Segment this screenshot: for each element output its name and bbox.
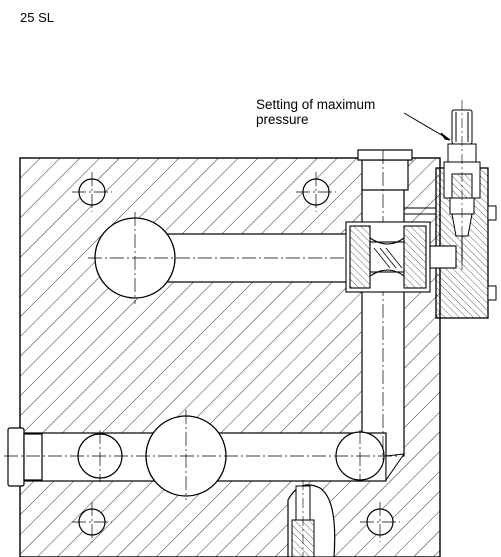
left-plug bbox=[7, 427, 43, 487]
pressure-adjuster bbox=[443, 100, 481, 270]
annotation-leader bbox=[403, 112, 451, 141]
center-lines bbox=[4, 150, 400, 542]
spool-cartridge bbox=[345, 207, 457, 293]
page-title: 25 SL bbox=[20, 10, 54, 25]
annotation-line-2: pressure bbox=[256, 112, 309, 127]
annotation-line-1: Setting of maximum bbox=[256, 97, 376, 112]
pressure-setting-annotation: Setting of maximum pressure bbox=[256, 97, 375, 127]
bottom-fitting bbox=[291, 480, 315, 557]
